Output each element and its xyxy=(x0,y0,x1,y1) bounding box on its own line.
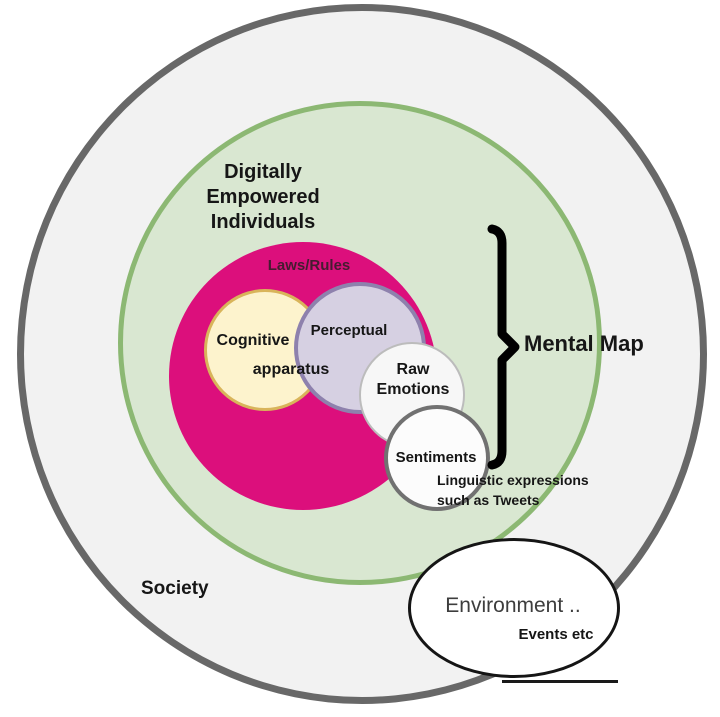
mental-map-brace xyxy=(487,224,520,470)
raw-emotions-label: Raw Emotions xyxy=(376,361,450,398)
baseline-rule xyxy=(502,680,618,683)
environment-ellipse xyxy=(408,538,620,678)
sentiments-circle xyxy=(384,405,490,511)
linguistic-expressions-label: Linguistic expressions such as Tweets xyxy=(437,472,589,508)
environment-label: Environment .. xyxy=(445,594,581,617)
cognitive-label: Cognitive xyxy=(216,332,290,349)
sentiments-label: Sentiments xyxy=(395,449,477,466)
apparatus-label: apparatus xyxy=(252,361,330,378)
mental-map-label: Mental Map xyxy=(524,331,644,356)
events-label: Events etc xyxy=(518,626,594,643)
perceptual-label: Perceptual xyxy=(310,322,388,339)
society-label: Society xyxy=(141,578,209,599)
digitally-empowered-label: Digitally Empowered Individuals xyxy=(206,161,320,233)
laws-rules-label: Laws/Rules xyxy=(267,257,351,274)
